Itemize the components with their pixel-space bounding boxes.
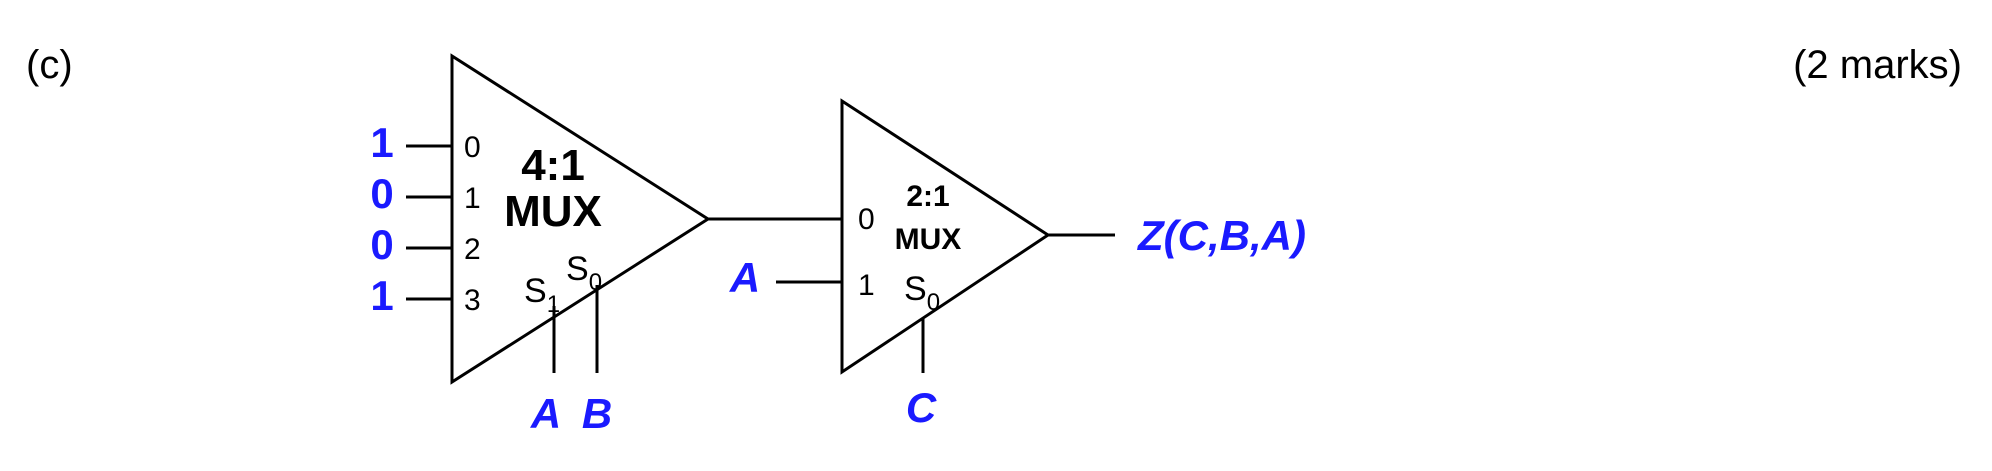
question-label: (c): [26, 43, 73, 87]
mux4-input3-value: 1: [370, 272, 393, 319]
mux2-select-s0-label: S0: [904, 270, 940, 316]
mux4-pin-1: 1: [464, 182, 481, 215]
output-label: Z(C,B,A): [1137, 212, 1306, 259]
mux4-pin-3: 3: [464, 284, 481, 317]
mux4-pin-2: 2: [464, 233, 481, 266]
mux2-title-ratio: 2:1: [906, 180, 949, 213]
mux4-input2-value: 0: [370, 221, 393, 268]
mux4-title-mux: MUX: [504, 187, 602, 236]
mux4-select-s0-label: S0: [566, 250, 602, 296]
mux2-title-mux: MUX: [895, 223, 962, 256]
mux4-input0-value: 1: [370, 119, 393, 166]
mux2-pin-1: 1: [858, 269, 875, 302]
mux4-select-s1-signal: A: [530, 390, 561, 437]
mux2-body: [840, 98, 1051, 375]
mux4-title-ratio: 4:1: [521, 141, 585, 190]
mux4-select-s1-label: S1: [524, 272, 560, 318]
mux4-select-s0-signal: B: [582, 390, 612, 437]
mux4-pin-0: 0: [464, 131, 481, 164]
marks-label: (2 marks): [1793, 43, 1962, 87]
mux4-body: [450, 53, 711, 385]
mux2-pin-0: 0: [858, 203, 875, 236]
mux4-input1-value: 0: [370, 170, 393, 217]
mux2-input1-signal: A: [729, 254, 760, 301]
mux2-select-signal: C: [906, 384, 937, 431]
